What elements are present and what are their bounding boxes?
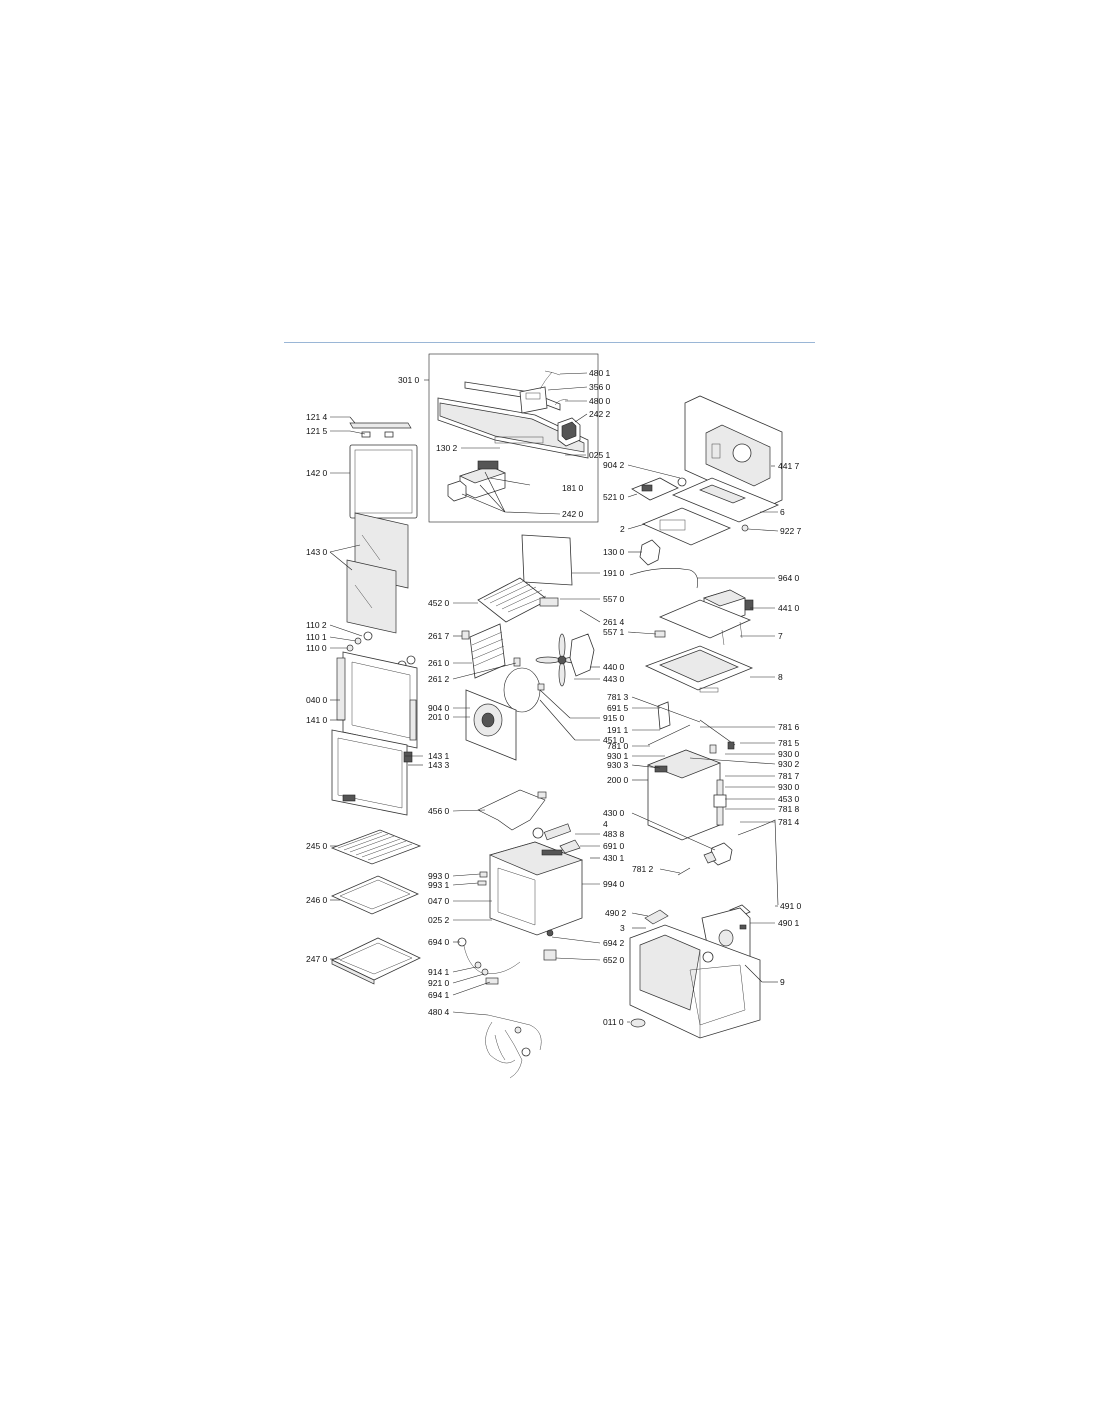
part-label: 130 2 [436,443,458,453]
part-label: 191 0 [603,568,625,578]
part-label: 025 2 [428,915,450,925]
part-label: 301 0 [398,375,420,385]
part-label: 356 0 [589,382,611,392]
part-label: 261 7 [428,631,450,641]
door-assembly [330,422,422,985]
part-label: 483 8 [603,829,625,839]
part-label: 191 1 [607,725,629,735]
part-label: 490 1 [778,918,800,928]
part-label: 453 0 [778,794,800,804]
part-label: 781 8 [778,804,800,814]
part-label: 557 1 [603,627,625,637]
right-components [629,395,783,1039]
part-label: 200 0 [607,775,629,785]
part-label: 143 3 [428,760,450,770]
part-label: 904 2 [603,460,625,470]
part-label: 452 0 [428,598,450,608]
part-label: 930 3 [607,760,629,770]
part-label: 047 0 [428,896,450,906]
part-label: 8 [778,672,783,682]
leader-lines [329,372,779,1023]
part-number-labels: 301 0 480 1 356 0 480 0 242 2 121 4 121 … [306,368,802,1027]
part-label: 9 [780,977,785,987]
part-label: 694 1 [428,990,450,1000]
header-divider [284,342,815,343]
part-label: 781 4 [778,817,800,827]
part-label: 964 0 [778,573,800,583]
part-label: 441 0 [778,603,800,613]
part-label: 480 1 [589,368,611,378]
part-label: 930 0 [778,749,800,759]
part-label: 441 7 [778,461,800,471]
part-label: 430 1 [603,853,625,863]
part-label: 456 0 [428,806,450,816]
part-label: 201 0 [428,712,450,722]
part-label: 930 2 [778,759,800,769]
part-label: 930 1 [607,751,629,761]
part-label: 993 1 [428,880,450,890]
part-label: 110 2 [306,620,327,630]
part-label: 781 0 [607,741,629,751]
part-label: 4 [603,819,608,829]
part-label: 914 1 [428,967,450,977]
part-label: 491 0 [780,901,802,911]
part-label: 181 0 [562,483,584,493]
part-label: 443 0 [603,674,625,684]
part-label: 921 0 [428,978,450,988]
part-label: 245 0 [306,841,328,851]
part-label: 110 0 [306,643,327,653]
part-label: 011 0 [603,1017,624,1027]
part-label: 247 0 [306,954,328,964]
part-label: 930 0 [778,782,800,792]
part-label: 781 6 [778,722,800,732]
part-label: 6 [780,507,785,517]
part-label: 994 0 [603,879,625,889]
middle-components [457,534,595,1079]
part-label: 451 0 [603,735,625,745]
part-label: 904 0 [428,703,450,713]
part-label: 143 1 [428,751,450,761]
part-label: 480 4 [428,1007,450,1017]
part-label: 141 0 [306,715,328,725]
part-label: 521 0 [603,492,625,502]
part-label: 430 0 [603,808,625,818]
part-label: 781 5 [778,738,800,748]
part-label: 025 1 [589,450,611,460]
part-label: 781 7 [778,771,800,781]
part-label: 2 [620,524,625,534]
part-label: 246 0 [306,895,328,905]
part-label: 781 2 [632,864,654,874]
part-label: 691 0 [603,841,625,851]
part-label: 480 0 [589,396,611,406]
part-label: 557 0 [603,594,625,604]
part-label: 7 [778,631,783,641]
part-label: 915 0 [603,713,625,723]
part-label: 261 4 [603,617,625,627]
part-label: 694 2 [603,938,625,948]
part-label: 142 0 [306,468,328,478]
part-label: 130 0 [603,547,625,557]
part-label: 143 0 [306,547,328,557]
part-label: 242 0 [562,509,584,519]
control-panel-assembly [428,353,599,523]
part-label: 694 0 [428,937,450,947]
part-label: 993 0 [428,871,450,881]
part-label: 121 5 [306,426,328,436]
part-label: 781 3 [607,692,629,702]
part-label: 490 2 [605,908,627,918]
part-label: 3 [620,923,625,933]
part-label: 040 0 [306,695,328,705]
part-label: 121 4 [306,412,328,422]
part-label: 261 0 [428,658,450,668]
part-label: 691 5 [607,703,629,713]
part-label: 261 2 [428,674,450,684]
part-label: 110 1 [306,632,327,642]
part-label: 440 0 [603,662,625,672]
part-label: 922 7 [780,526,802,536]
part-label: 652 0 [603,955,625,965]
part-label: 242 2 [589,409,611,419]
